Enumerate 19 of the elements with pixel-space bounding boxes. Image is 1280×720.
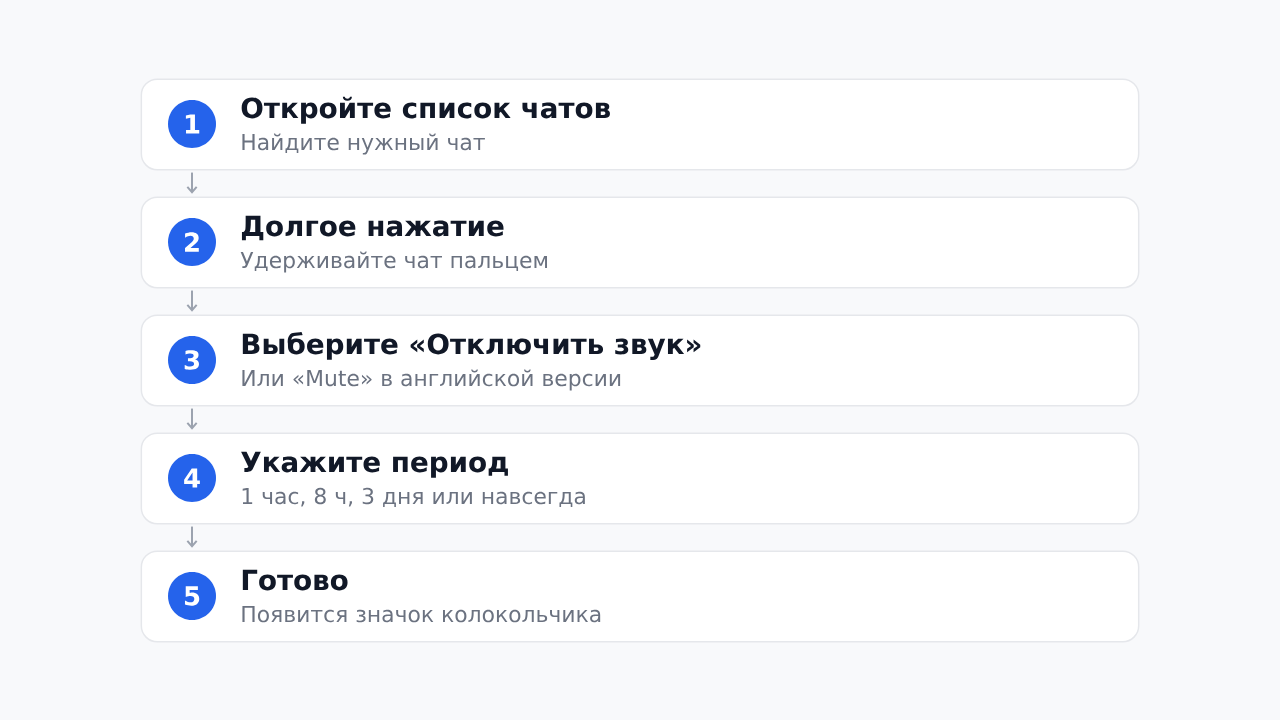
- step-description: Удерживайте чат пальцем: [240, 251, 547, 273]
- arrow: [186, 289, 198, 312]
- step-description: Или «Mute» в английской версии: [242, 369, 621, 391]
- step-title: Выберите «Отключить звук»: [242, 332, 701, 360]
- arrow: [186, 407, 198, 430]
- step-description: Появится значок колокольчика: [242, 606, 601, 623]
- number-badge: 2: [168, 218, 216, 266]
- step-title: Откройте список чатов: [241, 96, 610, 124]
- step-title: Укажите период: [241, 451, 508, 478]
- arrow: [186, 525, 198, 548]
- number-badge: 3: [168, 336, 216, 384]
- number-badge: 1: [168, 100, 216, 148]
- number-badge: 4: [168, 454, 216, 502]
- step-title: Долгое нажатие: [241, 215, 504, 241]
- step-description: 1 час, 8 ч, 3 дня или навсегда: [242, 487, 585, 508]
- arrow: [186, 171, 198, 194]
- step-title: Готово: [242, 569, 348, 591]
- number-badge: 5: [168, 572, 216, 620]
- step-description: Найдите нужный чат: [242, 133, 485, 155]
